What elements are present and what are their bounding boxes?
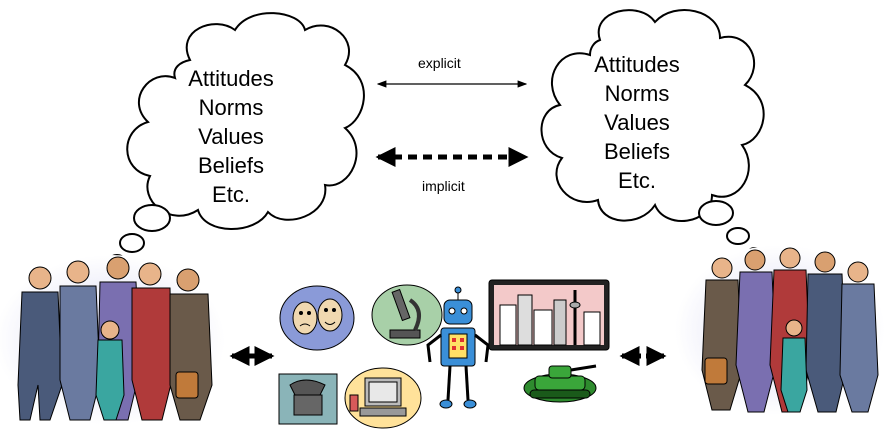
tank-icon bbox=[523, 364, 597, 403]
right-cloud-line: Attitudes bbox=[594, 52, 680, 77]
microscope-icon bbox=[371, 284, 443, 346]
implicit-label: implicit bbox=[422, 178, 465, 194]
left-cloud-line: Beliefs bbox=[197, 153, 265, 178]
people-group-right bbox=[675, 245, 885, 415]
theater-masks-icon bbox=[279, 285, 355, 351]
left-cloud-line: Attitudes bbox=[188, 66, 274, 91]
left-cloud-line: Norms bbox=[198, 95, 264, 120]
right-cloud-line: Beliefs bbox=[603, 139, 671, 164]
left-cloud-line: Etc. bbox=[212, 182, 250, 207]
computer-icon bbox=[344, 367, 422, 429]
right-cloud-text: Attitudes Norms Values Beliefs Etc. bbox=[582, 50, 692, 195]
right-cloud-line: Etc. bbox=[618, 168, 656, 193]
right-cloud-line: Values bbox=[604, 110, 670, 135]
robot-icon bbox=[426, 286, 490, 409]
right-cloud-line: Norms bbox=[604, 81, 670, 106]
telephone-icon bbox=[278, 373, 338, 425]
city-skyline-icon bbox=[488, 279, 610, 351]
left-cloud-line: Values bbox=[198, 124, 264, 149]
explicit-label: explicit bbox=[418, 55, 461, 71]
people-group-left bbox=[0, 255, 225, 425]
left-cloud-text: Attitudes Norms Values Beliefs Etc. bbox=[176, 64, 286, 209]
